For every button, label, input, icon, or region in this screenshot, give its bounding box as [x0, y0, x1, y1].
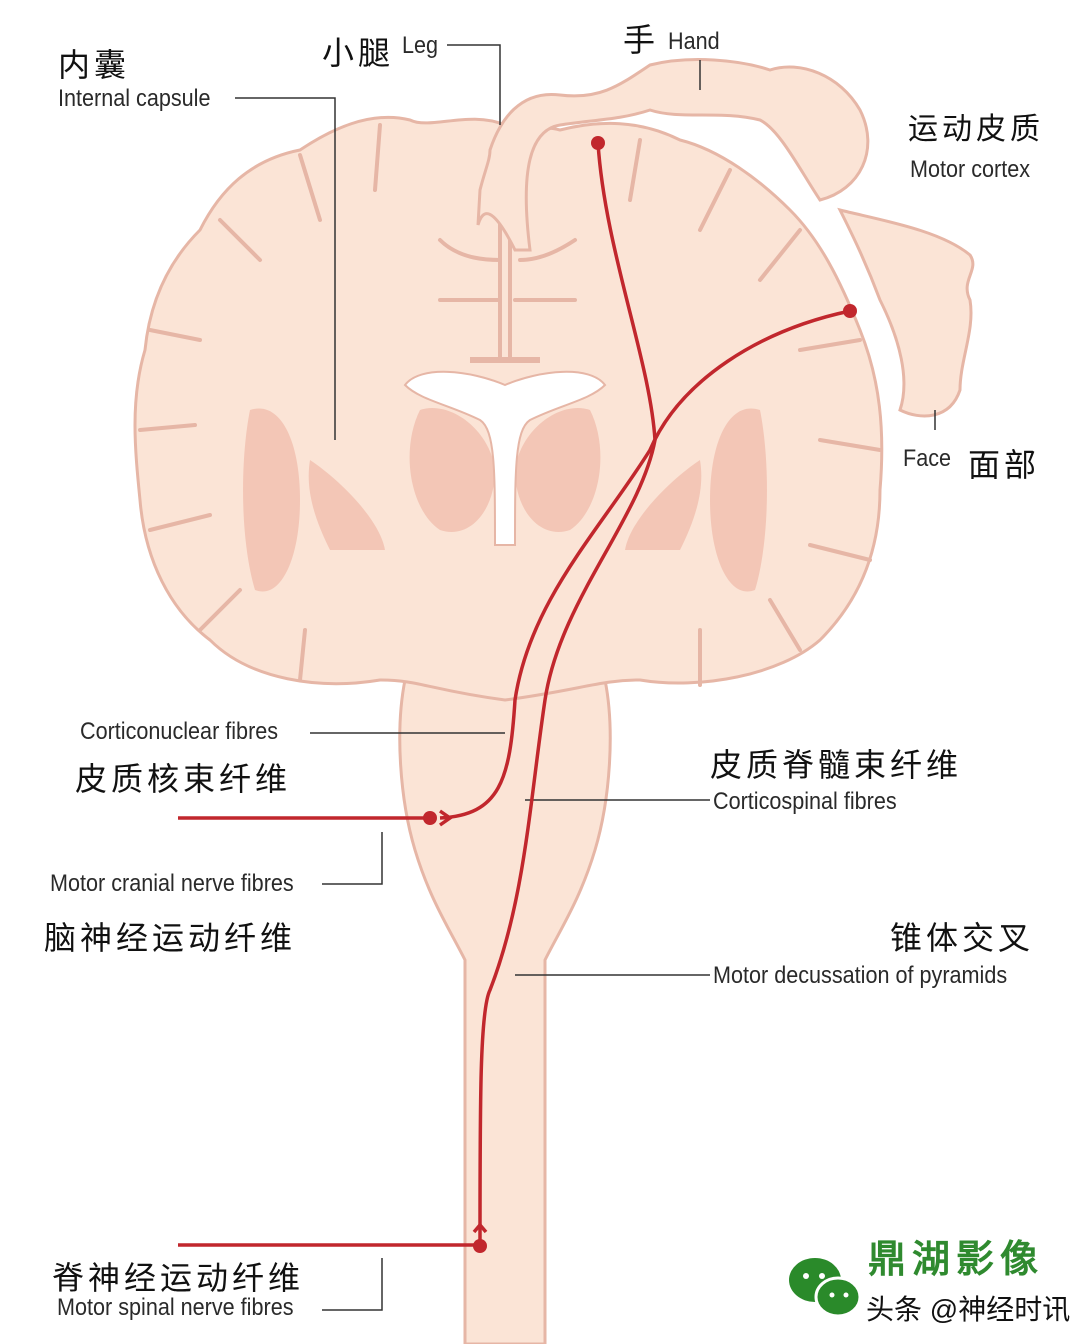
- decussation-en: Motor decussation of pyramids: [713, 962, 1008, 989]
- face-zh: 面部: [968, 446, 1041, 484]
- motor-cortex-en: Motor cortex: [910, 156, 1031, 183]
- face-en: Face: [903, 445, 952, 472]
- corticospinal-zh: 皮质脊髓束纤维: [710, 746, 963, 784]
- leg-en: Leg: [402, 32, 439, 59]
- leader-lines: [235, 44, 936, 1311]
- leg-zh: 小腿: [322, 34, 395, 72]
- neuron-cell-bodies: [423, 136, 857, 1253]
- watermark-brand: 鼎湖影像: [868, 1239, 1045, 1281]
- corticospinal-en: Corticospinal fibres: [713, 788, 897, 815]
- hand-zh: 手: [623, 21, 660, 59]
- motor-tracts: [178, 142, 851, 1247]
- basal-nuclei: [243, 408, 767, 592]
- motor-homunculus: [476, 58, 975, 418]
- spinal-zh: 脊神经运动纤维: [52, 1259, 305, 1297]
- wechat-icon: [789, 1258, 862, 1318]
- corticonuclear-zh: 皮质核束纤维: [75, 760, 292, 798]
- corticospinal-tract: [478, 142, 657, 1246]
- lateral-ventricles: [403, 370, 607, 546]
- hand-en: Hand: [668, 28, 720, 55]
- gyri-folds: [138, 123, 882, 687]
- cranial-en: Motor cranial nerve fibres: [50, 870, 294, 897]
- internal-capsule-zh: 内囊: [58, 46, 131, 84]
- decussation-zh: 锥体交叉: [890, 919, 1035, 957]
- watermark-source: 头条 @神经时讯: [866, 1294, 1071, 1325]
- spinal-en: Motor spinal nerve fibres: [57, 1294, 294, 1321]
- motor-cortex-zh: 运动皮质: [908, 112, 1044, 147]
- cranial-zh: 脑神经运动纤维: [44, 919, 297, 957]
- corticonuclear-tract: [439, 309, 851, 820]
- brainstem: [398, 678, 612, 1344]
- internal-capsule-en: Internal capsule: [58, 85, 211, 112]
- corticonuclear-en: Corticonuclear fibres: [80, 718, 279, 745]
